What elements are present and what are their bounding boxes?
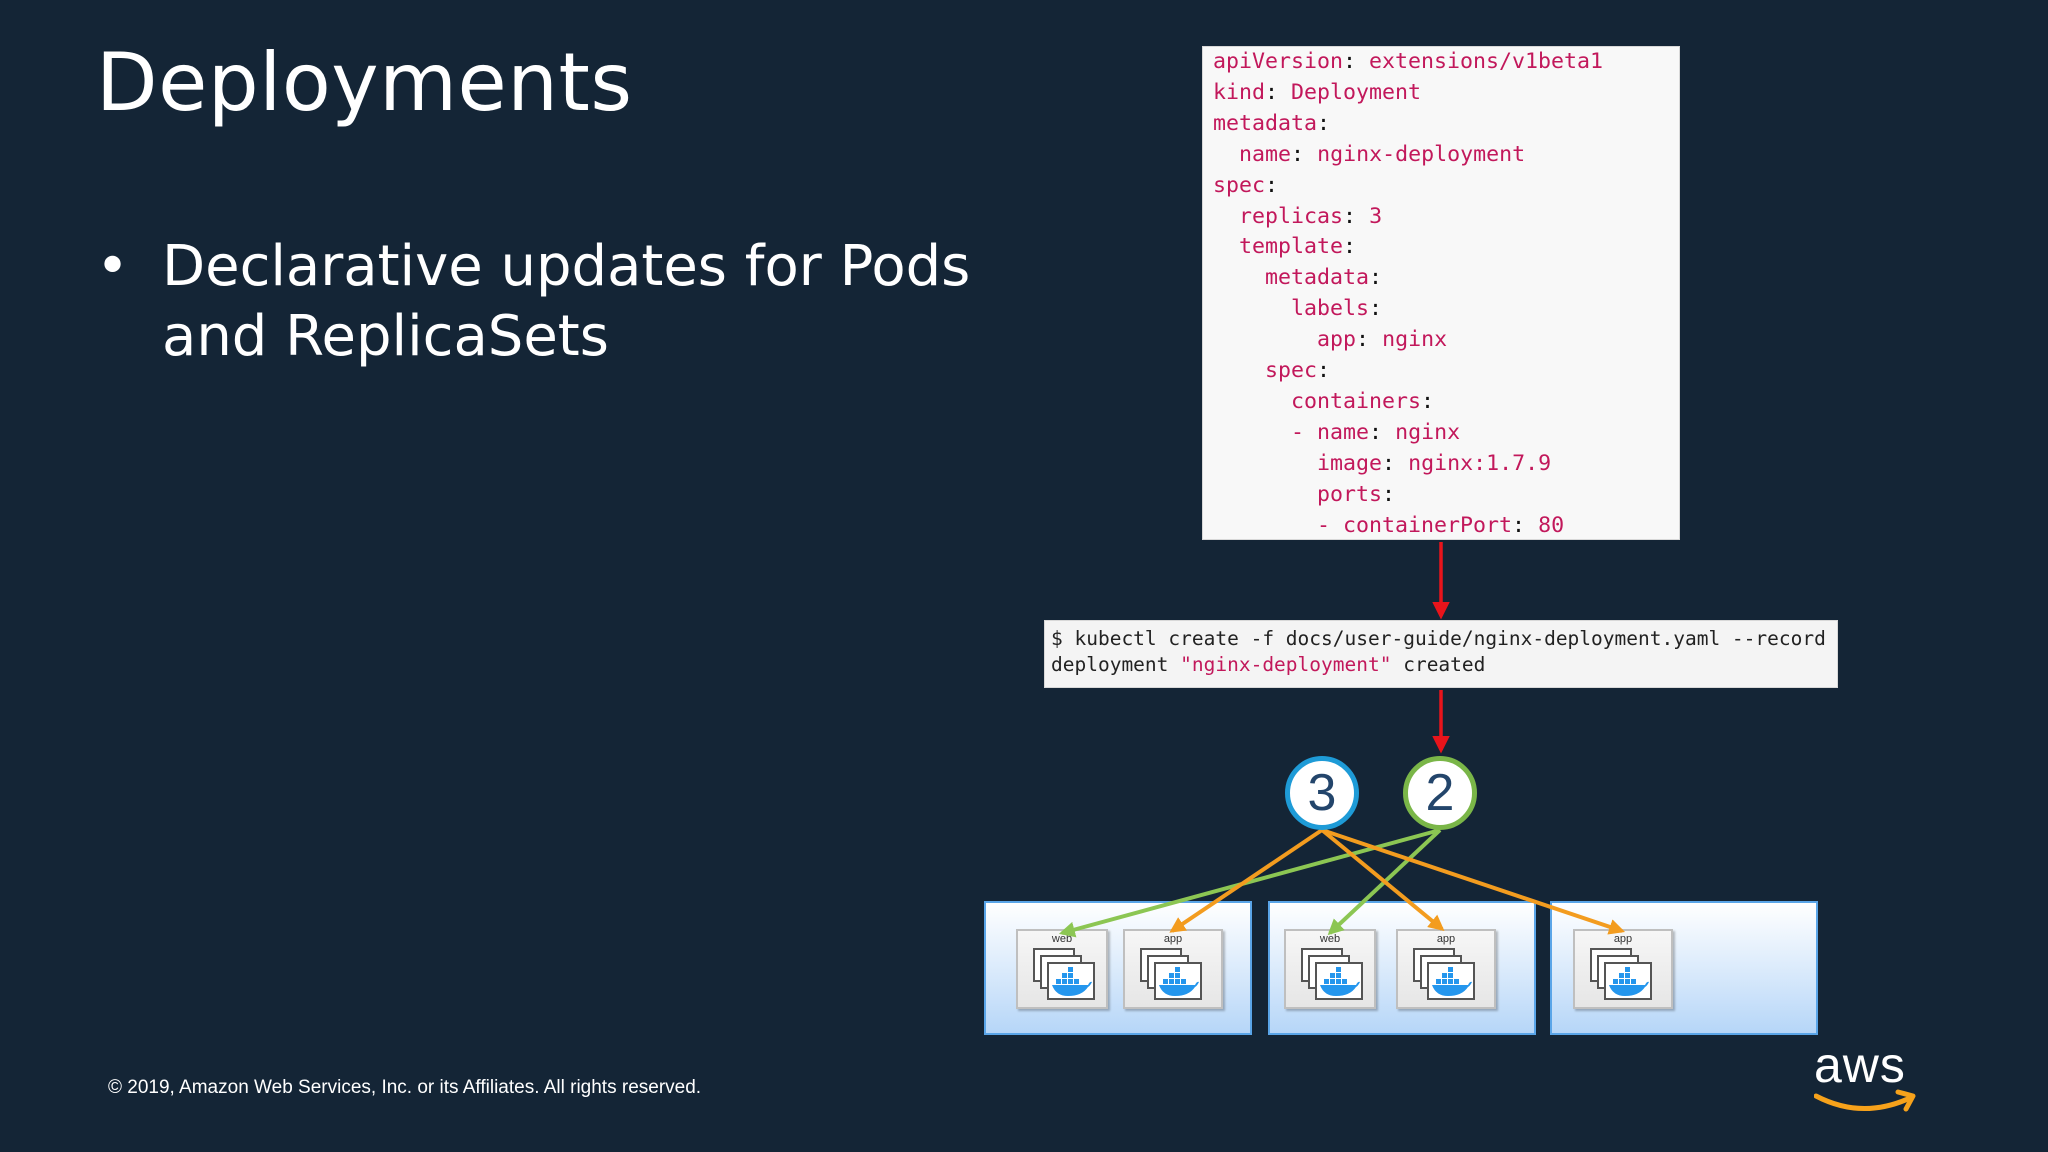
yaml-value: extensions/v1beta1 (1369, 49, 1604, 74)
yaml-line: image: nginx:1.7.9 (1317, 450, 1552, 476)
yaml-lines: apiVersion: extensions/v1beta1 kind: Depl… (1213, 47, 1679, 542)
replica-count-3-badge: 3 (1285, 756, 1359, 830)
yaml-line: - containerPort: 80 (1317, 512, 1565, 538)
yaml-value: Deployment (1291, 79, 1422, 105)
output-deployment-name: "nginx-deployment" (1180, 653, 1392, 676)
yaml-key: apiVersion (1213, 49, 1344, 74)
orange-arrow-app-3 (1321, 828, 1626, 935)
yaml-key: replicas (1239, 203, 1344, 229)
pod-app: app (1573, 929, 1673, 1009)
yaml-key: containers (1291, 388, 1422, 414)
yaml-value: nginx (1382, 327, 1448, 353)
yaml-line: template: (1239, 234, 1357, 260)
orange-arrow-app-2 (1320, 828, 1445, 932)
aws-logo: aws (1814, 1040, 1920, 1116)
pod-label: web (1319, 933, 1341, 945)
yaml-line: replicas: 3 (1239, 203, 1383, 229)
yaml-key: metadata (1213, 110, 1318, 136)
pod-label: app (1613, 933, 1633, 945)
yaml-value: 80 (1538, 512, 1565, 538)
kubectl-command-output: $ kubectl create -f docs/user-guide/ngin… (1044, 620, 1838, 688)
orange-arrow-app-1 (1169, 828, 1324, 933)
yaml-key: kind (1213, 79, 1266, 105)
yaml-key: spec (1265, 358, 1318, 384)
pod-web: web (1284, 929, 1376, 1009)
pod-app: app (1396, 929, 1496, 1009)
yaml-line: spec: (1213, 172, 1279, 198)
pod-label: app (1163, 933, 1183, 945)
pod-app: app (1123, 929, 1223, 1009)
yaml-key: app (1317, 327, 1357, 353)
yaml-key: labels (1291, 296, 1370, 322)
yaml-line: kind: Deployment (1213, 79, 1422, 105)
bullet-item: Declarative updates for Pods and Replica… (96, 232, 976, 372)
yaml-value: 3 (1369, 203, 1383, 229)
output-prefix: deployment (1051, 653, 1181, 676)
pod-label: app (1436, 933, 1456, 945)
yaml-line: containers: (1291, 388, 1435, 414)
yaml-line: name: nginx-deployment (1239, 141, 1526, 167)
yaml-line: labels: (1291, 296, 1383, 322)
aws-logo-text: aws (1814, 1037, 1906, 1093)
yaml-key: name (1239, 141, 1292, 167)
pod-web: web (1016, 929, 1108, 1009)
yaml-key: image (1317, 450, 1383, 476)
yaml-value: nginx:1.7.9 (1408, 450, 1552, 476)
yaml-line: - name: nginx (1291, 419, 1461, 445)
yaml-key: template (1239, 234, 1344, 260)
yaml-line: metadata: (1265, 265, 1383, 291)
deployment-yaml-code: apiVersion: extensions/v1beta1 kind: Depl… (1202, 46, 1680, 540)
replica-count-2-badge: 2 (1403, 756, 1477, 830)
aws-smile-icon (1814, 1089, 1916, 1112)
command-line: $ kubectl create -f docs/user-guide/ngin… (1051, 627, 1826, 650)
yaml-line: metadata: (1213, 110, 1331, 136)
yaml-value: nginx-deployment (1317, 141, 1526, 167)
yaml-line: spec: (1265, 358, 1331, 384)
yaml-key: - name (1291, 419, 1370, 445)
copyright-footer: © 2019, Amazon Web Services, Inc. or its… (108, 1077, 702, 1098)
bullet-list: Declarative updates for Pods and Replica… (96, 232, 976, 372)
yaml-key: ports (1317, 481, 1383, 507)
yaml-line: app: nginx (1317, 327, 1448, 353)
yaml-line: apiVersion: extensions/v1beta1 (1213, 49, 1604, 74)
yaml-line: ports: (1317, 481, 1396, 507)
yaml-key: metadata (1265, 265, 1370, 291)
slide-title: Deployments (96, 36, 633, 129)
output-suffix: created (1391, 653, 1486, 676)
yaml-key: spec (1213, 172, 1266, 198)
yaml-key: - containerPort (1317, 512, 1513, 538)
yaml-value: nginx (1395, 419, 1461, 445)
